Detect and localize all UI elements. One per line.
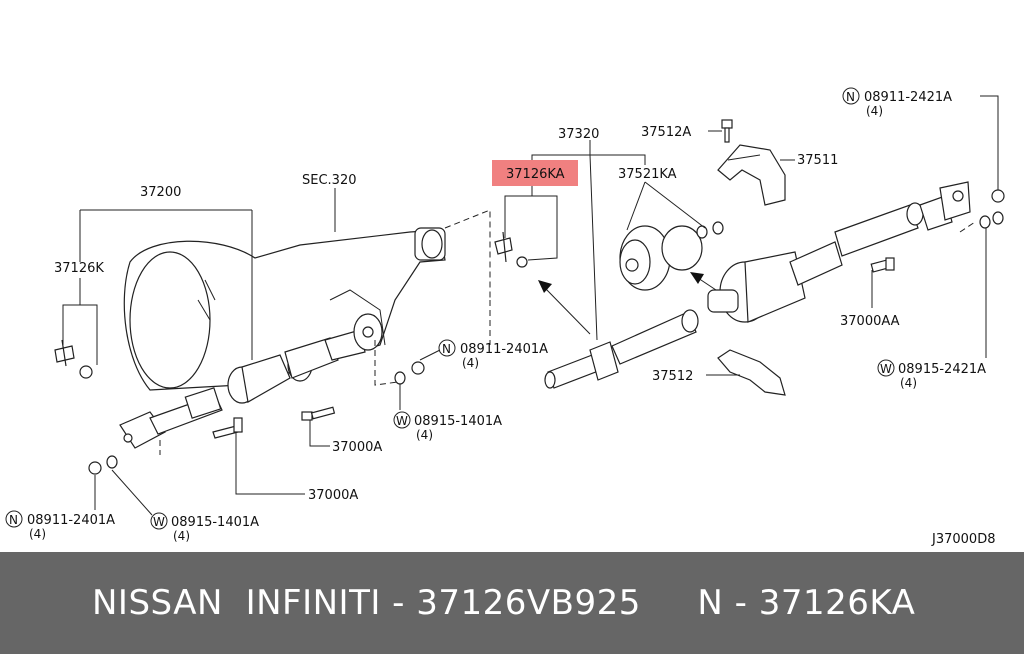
label-37320: 37320 (558, 127, 599, 142)
symbol: W (396, 414, 408, 428)
rear-propeller-shaft (707, 181, 1005, 323)
bracket-37512 (717, 349, 786, 396)
quantity: (4) (900, 376, 917, 390)
symbol: W (153, 515, 165, 529)
fastener-w-right: W 08915-2421A (4) (877, 359, 986, 390)
part-number: 08911-2401A (460, 342, 548, 357)
nut-washer-mid (394, 361, 425, 385)
label-37000a-low: 37000A (308, 488, 358, 503)
label-37512: 37512 (652, 369, 693, 384)
leader-lines (62, 95, 999, 516)
part-number: 08915-1401A (171, 515, 259, 530)
bolt-37512a (721, 119, 733, 143)
label-37200: 37200 (140, 185, 181, 200)
symbol: N (442, 342, 451, 356)
fastener-n-top-right: N 08911-2421A (4) (842, 87, 952, 118)
part-number: 08915-2421A (898, 362, 986, 377)
quantity: (4) (416, 428, 433, 442)
quantity: (4) (866, 104, 883, 118)
fastener-n-mid: N 08911-2401A (4) (438, 339, 548, 370)
labels: SEC.320 37200 37126K 37126KA 37320 37512… (5, 87, 995, 547)
label-37511: 37511 (797, 153, 838, 168)
label-37512a: 37512A (641, 125, 691, 140)
symbol: W (880, 362, 892, 376)
fastener-w-left: W 08915-1401A (4) (150, 512, 259, 543)
quantity: (4) (462, 356, 479, 370)
joint-37126ka (494, 231, 528, 268)
arrows (538, 272, 717, 335)
parts-diagram: SEC.320 37200 37126K 37126KA 37320 37512… (5, 87, 1005, 547)
center-bearing-37521ka (619, 221, 724, 291)
label-code-ref: J37000D8 (931, 532, 995, 547)
symbol: N (846, 90, 855, 104)
diagram-svg: SEC.320 37200 37126K 37126KA 37320 37512… (5, 87, 1005, 547)
footer-banner: NISSAN INFINITI - 37126VB925 N - 37126KA (0, 552, 1024, 654)
front-propeller-shaft (119, 313, 383, 449)
dashed-lines (159, 209, 976, 455)
label-37126ka: 37126KA (506, 167, 565, 182)
label-sec320: SEC.320 (302, 173, 357, 188)
joint-37126k (54, 339, 93, 379)
label-37000aa: 37000AA (840, 314, 900, 329)
fastener-n-left: N 08911-2401A (4) (5, 510, 115, 541)
bolt-37000a-mid (301, 406, 336, 421)
bolt-37000a-lower (212, 417, 243, 439)
label-37126k: 37126K (54, 261, 104, 276)
transmission-housing (123, 227, 446, 391)
center-shaft-37320 (544, 309, 699, 389)
label-37000a-mid: 37000A (332, 440, 382, 455)
highlight-37126ka (492, 160, 578, 186)
quantity: (4) (29, 527, 46, 541)
symbol: N (9, 513, 18, 527)
fastener-w-mid: W 08915-1401A (4) (393, 411, 502, 442)
part-number: 08911-2401A (27, 513, 115, 528)
part-number: 08915-1401A (414, 414, 502, 429)
bolt-37000aa (870, 257, 895, 273)
part-number: 08911-2421A (864, 90, 952, 105)
nut-washer-left (88, 455, 118, 475)
quantity: (4) (173, 529, 190, 543)
bracket-37511 (717, 144, 786, 206)
label-37521ka: 37521KA (618, 167, 677, 182)
part-number-caption: NISSAN INFINITI - 37126VB925 N - 37126KA (92, 583, 916, 623)
